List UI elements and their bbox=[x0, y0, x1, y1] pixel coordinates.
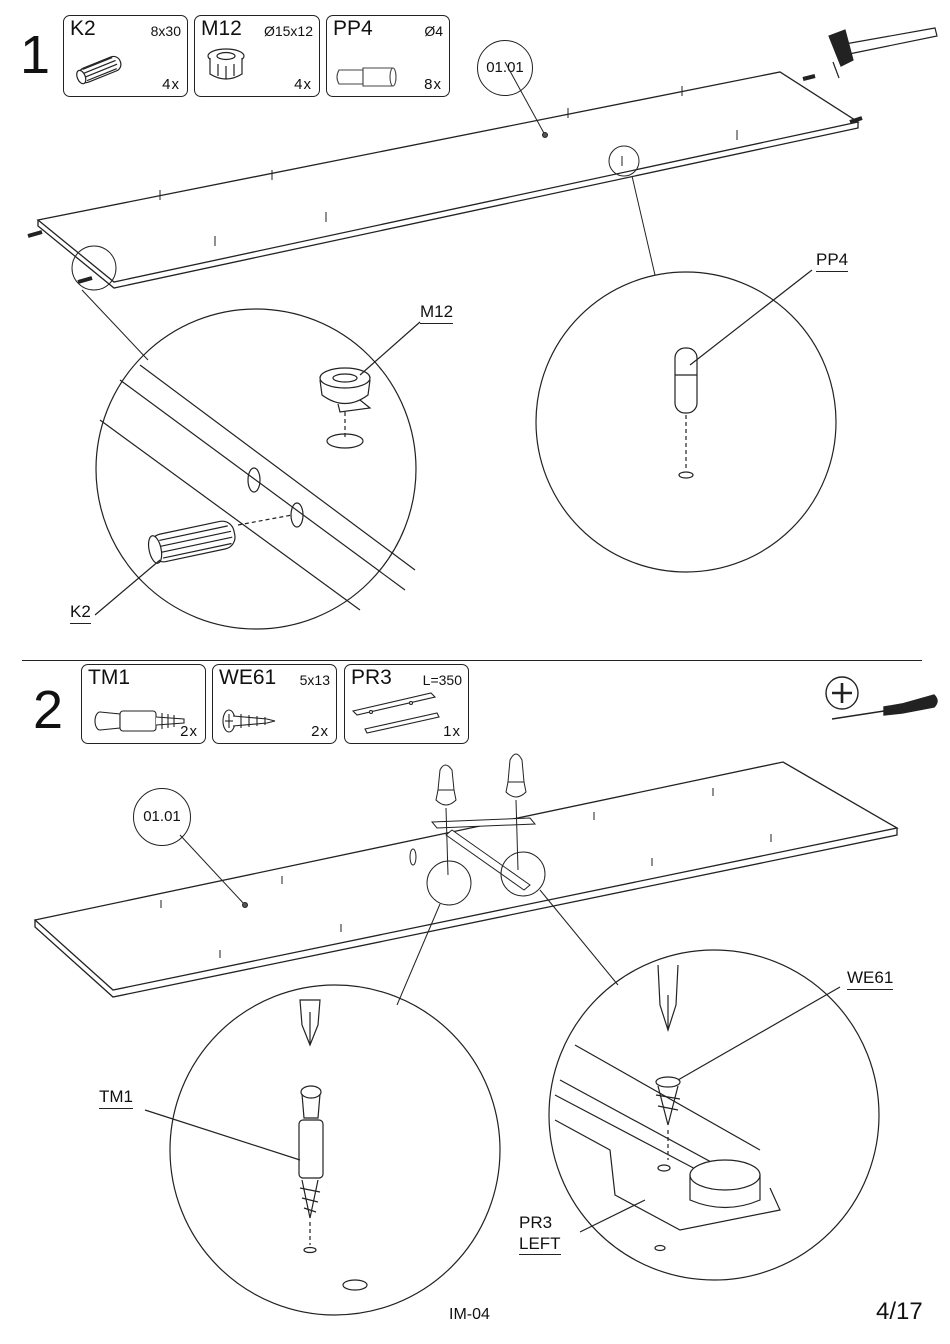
callout-tm1: TM1 bbox=[99, 1087, 133, 1109]
panel-01-01 bbox=[35, 762, 897, 990]
callout-we61: WE61 bbox=[847, 968, 893, 990]
document-code: IM-04 bbox=[449, 1306, 490, 1324]
callout-pr3-line2: LEFT bbox=[519, 1233, 561, 1255]
detail-circle-tm1 bbox=[145, 985, 500, 1315]
callout-pr3-line1: PR3 bbox=[519, 1212, 561, 1233]
page-number: 4/17 bbox=[876, 1298, 923, 1326]
callout-pr3-left: PR3 LEFT bbox=[519, 1212, 561, 1255]
detail-circle-we61 bbox=[549, 950, 879, 1280]
